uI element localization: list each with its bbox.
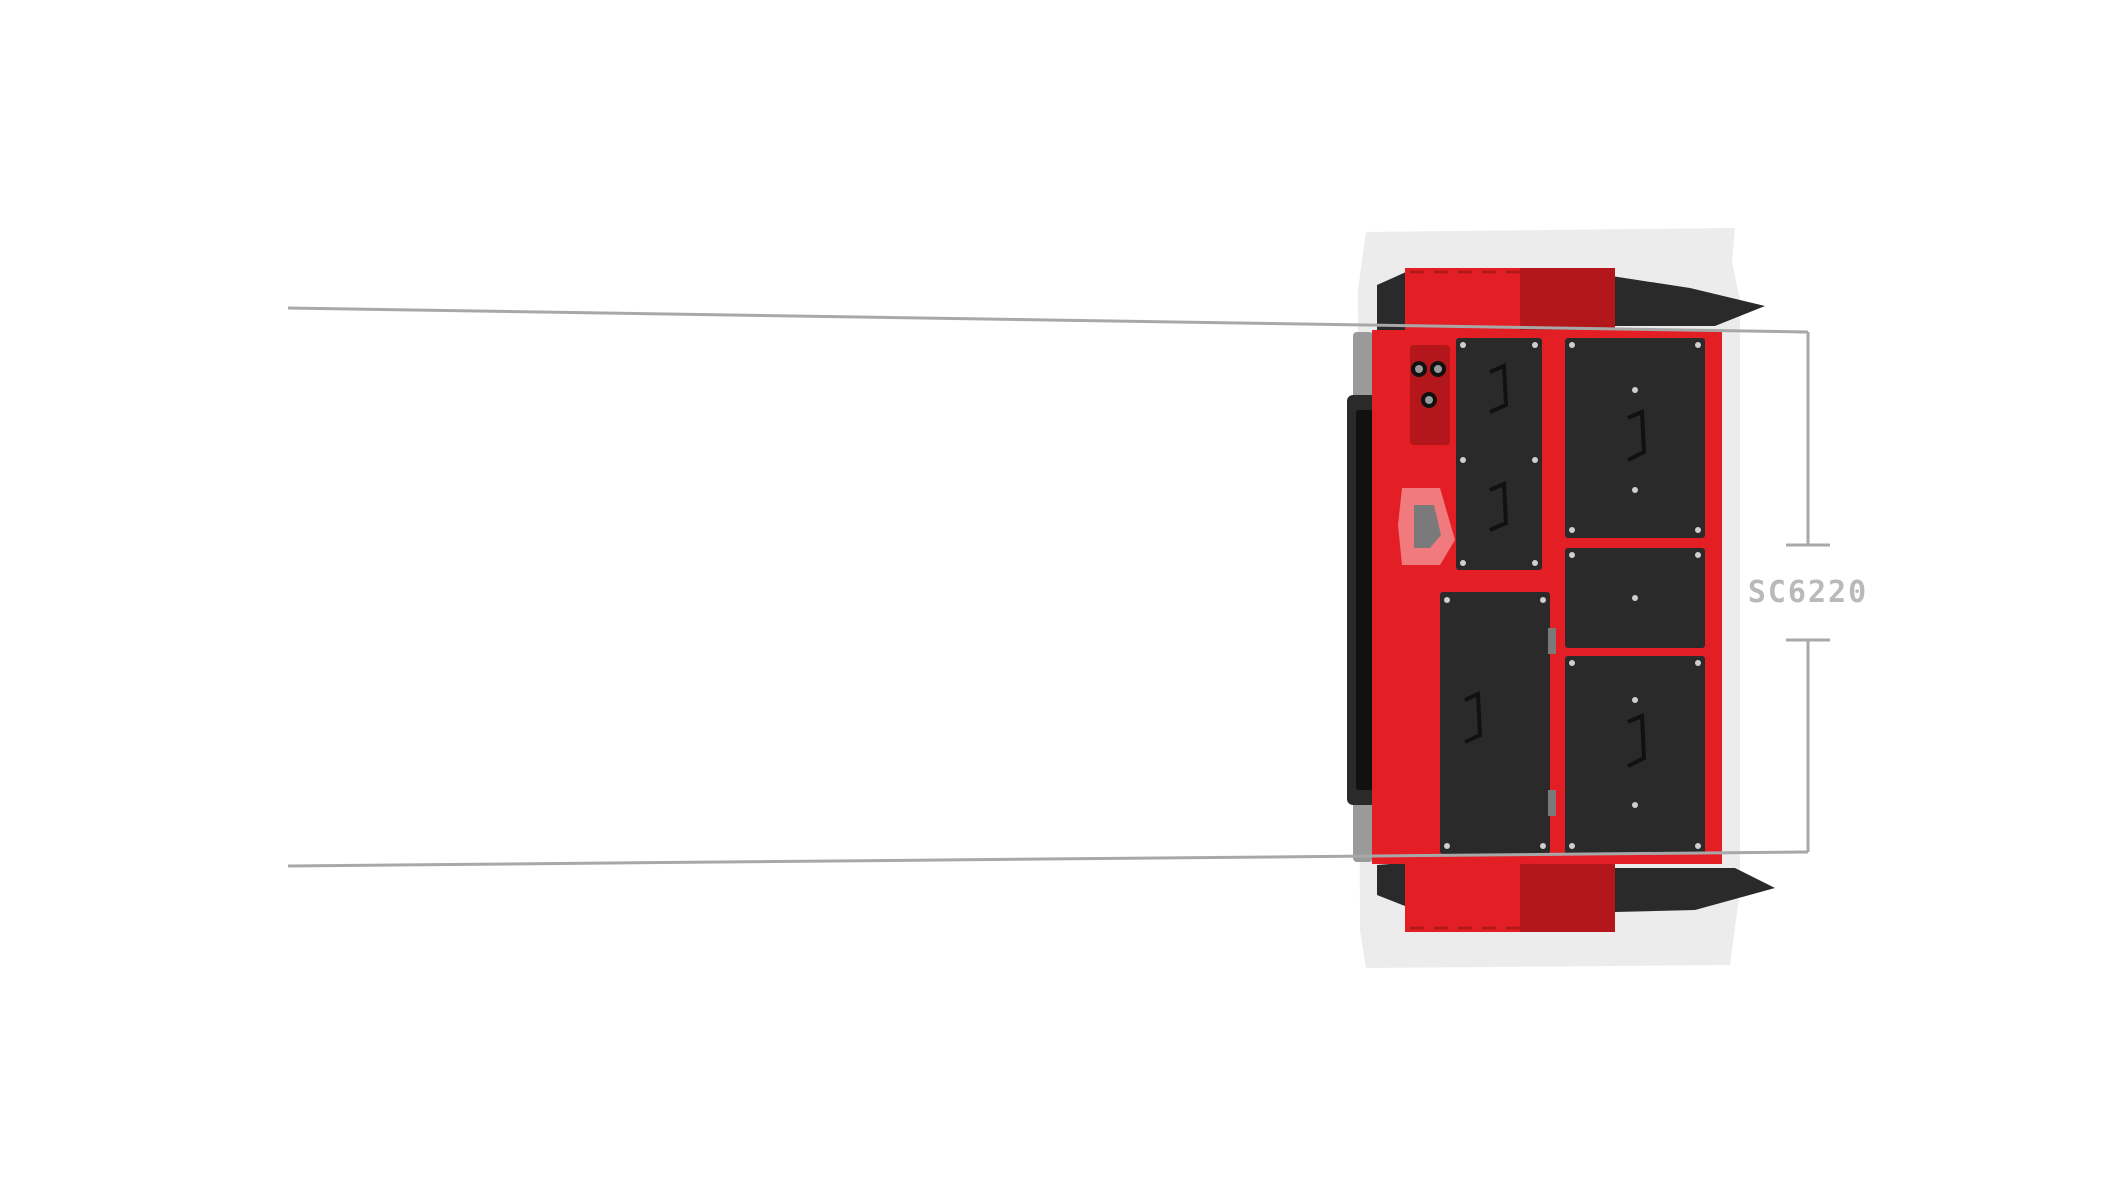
door-hinges: [1548, 628, 1556, 816]
hydraulic-ports: [1410, 345, 1450, 445]
lift-hook: [1398, 488, 1455, 565]
model-label: SC6220: [1748, 575, 1868, 610]
bottom-cap: [1520, 864, 1615, 932]
top-reference-line: [287, 306, 1809, 334]
dimension-bracket: [1786, 330, 1830, 854]
panel-lower-left: [1440, 592, 1550, 854]
panel-upper-left: [1456, 338, 1542, 570]
top-skid-right: [1605, 275, 1765, 326]
panel-bolts: [1444, 342, 1701, 849]
panel-right-top: [1565, 338, 1705, 538]
top-cap: [1520, 268, 1615, 330]
bottom-skid-right: [1615, 868, 1775, 912]
bottom-reference-line: [287, 850, 1809, 868]
panel-right-bottom: [1565, 656, 1705, 854]
